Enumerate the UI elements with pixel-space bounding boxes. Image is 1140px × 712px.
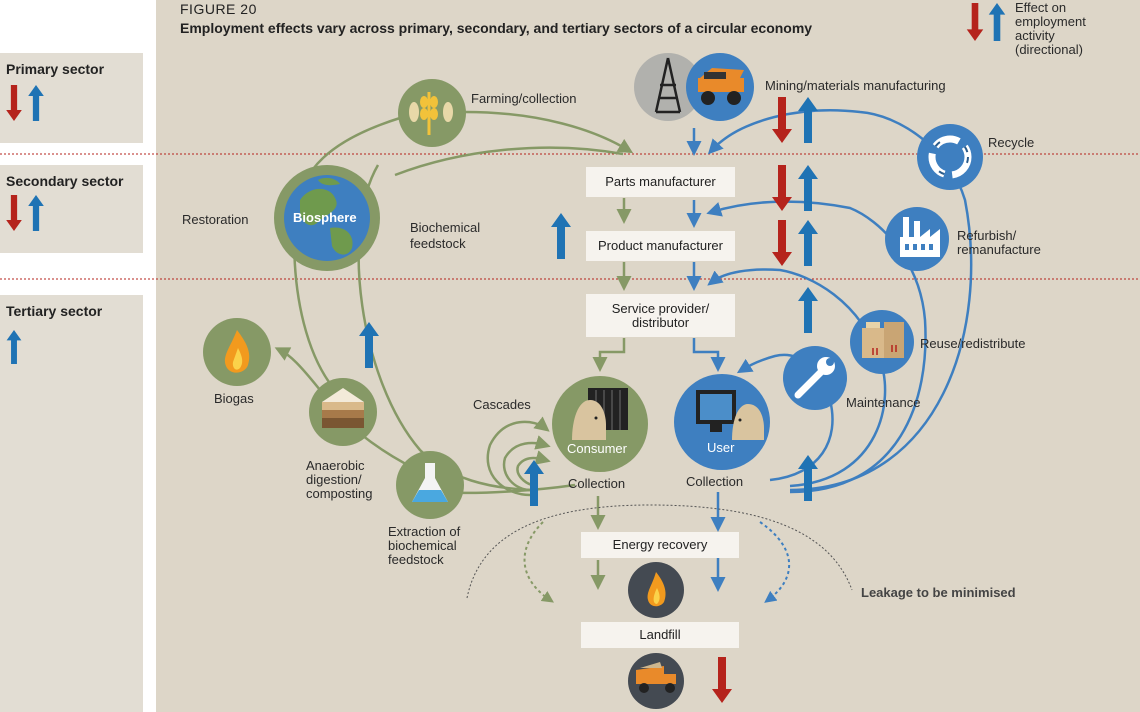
- secondary-down-arrow-icon: [6, 195, 22, 231]
- recycle-icon: [917, 124, 983, 190]
- consumer-icon: [552, 376, 648, 472]
- service-line: distributor: [631, 314, 690, 330]
- wheat-fish-icon: [398, 79, 466, 147]
- primary-sector-label: Primary sector: [6, 61, 105, 77]
- legend-line: Effect on: [1015, 0, 1067, 15]
- extraction-line: feedstock: [388, 552, 444, 567]
- product-down-arrow-icon: [772, 220, 792, 266]
- collection-left-label: Collection: [568, 476, 626, 491]
- farming-label: Farming/collection: [471, 91, 577, 106]
- figure-title: Employment effects vary across primary, …: [180, 20, 813, 36]
- product-manufacturer-box: Product manufacturer: [586, 231, 735, 261]
- maintenance-label: Maintenance: [846, 395, 921, 410]
- biochemical-up-arrow-icon: [359, 322, 379, 368]
- landfill-down-arrow-icon: [712, 657, 732, 703]
- remanufacture-up-arrow-icon: [551, 213, 571, 259]
- legend-up-arrow-icon: [988, 3, 1006, 41]
- parts-manufacturer-box: Parts manufacturer: [586, 167, 735, 197]
- cascades-label: Cascades: [473, 397, 531, 412]
- landfill-box: Landfill: [581, 622, 739, 648]
- energy-recovery-box: Energy recovery: [581, 532, 739, 558]
- anaerobic-line: digestion/: [306, 472, 362, 487]
- service-line: Service provider/: [611, 300, 710, 316]
- biochemical-line: Biochemical: [410, 220, 481, 235]
- consumer-label: Consumer: [567, 441, 627, 456]
- parts-down-arrow-icon: [772, 165, 792, 211]
- mining-truck-icon: [686, 53, 754, 121]
- compost-icon: [309, 378, 377, 446]
- secondary-up-arrow-icon: [28, 195, 44, 231]
- collection-right-label: Collection: [686, 474, 744, 489]
- tertiary-sector-label: Tertiary sector: [6, 303, 103, 319]
- flask-icon: [396, 451, 464, 519]
- extraction-line: Extraction of: [388, 524, 461, 539]
- cascade-arcs: [486, 416, 551, 497]
- tertiary-up-arrow-icon: [6, 330, 22, 364]
- figure-label: FIGURE 20: [180, 1, 257, 17]
- anaerobic-line: composting: [306, 486, 373, 501]
- boxes-icon: [850, 310, 914, 374]
- legend-line: (directional): [1015, 42, 1083, 57]
- secondary-sector-panel: Secondary sector: [0, 165, 143, 253]
- energy-flame-icon: [628, 562, 684, 618]
- primary-down-arrow-icon: [6, 85, 22, 121]
- service-up-arrow-icon: [798, 287, 818, 333]
- refurbish-label: Refurbish/ remanufacture: [957, 229, 1041, 257]
- biosphere-label: Biosphere: [293, 210, 357, 225]
- service-provider-box: Service provider/ distributor: [586, 294, 735, 337]
- leakage-label: Leakage to be minimised: [861, 585, 1016, 600]
- mining-label: Mining/materials manufacturing: [765, 78, 946, 93]
- flame-icon: [203, 318, 271, 386]
- user-computer-icon: [674, 374, 770, 470]
- mining-up-arrow-icon: [798, 97, 818, 143]
- refurbish-line: remanufacture: [957, 242, 1041, 257]
- factory-icon: [885, 207, 949, 271]
- legend-text: Effect on employment activity (direction…: [1015, 1, 1086, 57]
- legend-down-arrow-icon: [966, 3, 984, 41]
- refurbish-line: Refurbish/: [957, 228, 1017, 243]
- tertiary-sector-panel: Tertiary sector: [0, 295, 143, 712]
- biochemical-label: Biochemical feedstock: [410, 221, 480, 251]
- legend-line: activity: [1015, 28, 1055, 43]
- biogas-label: Biogas: [214, 391, 254, 406]
- wrench-icon: [783, 346, 847, 410]
- recycle-label: Recycle: [988, 135, 1035, 150]
- biochemical-line: feedstock: [410, 236, 466, 251]
- user-label: User: [707, 440, 735, 455]
- reuse-label: Reuse/redistribute: [920, 336, 1026, 351]
- extraction-label: Extraction of biochemical feedstock: [388, 525, 460, 567]
- globe-icon: [274, 165, 380, 271]
- restoration-label: Restoration: [182, 212, 249, 227]
- extraction-line: biochemical: [388, 538, 457, 553]
- primary-sector-panel: Primary sector: [0, 53, 143, 143]
- primary-up-arrow-icon: [28, 85, 44, 121]
- anaerobic-line: Anaerobic: [306, 458, 365, 473]
- dump-truck-icon: [628, 653, 684, 709]
- secondary-sector-label: Secondary sector: [6, 173, 124, 189]
- anaerobic-label: Anaerobic digestion/ composting: [306, 459, 372, 501]
- oil-rig-icon: [634, 53, 702, 121]
- legend-line: employment: [1015, 14, 1086, 29]
- mining-down-arrow-icon: [772, 97, 792, 143]
- product-up-arrow-icon: [798, 220, 818, 266]
- leakage-arcs: [466, 504, 853, 603]
